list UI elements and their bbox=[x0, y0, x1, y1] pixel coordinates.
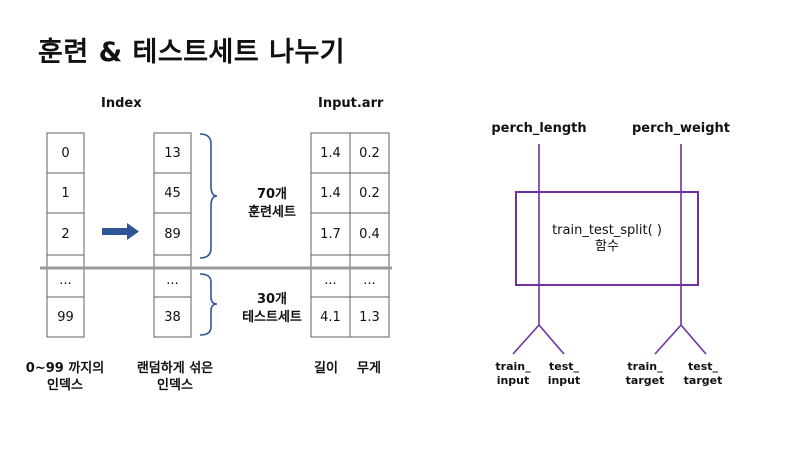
function-box bbox=[515, 191, 699, 286]
train-set-label: 훈련세트 bbox=[248, 205, 296, 220]
index-cell: ... bbox=[59, 272, 72, 288]
output-train-input: train_ input bbox=[495, 360, 531, 387]
input-arr-header: Input.arr bbox=[318, 96, 384, 111]
shuffled-cell: 45 bbox=[164, 185, 181, 201]
perch-weight-label: perch_weight bbox=[631, 121, 731, 136]
train-bracket bbox=[199, 133, 218, 259]
output-train-target: train_ target bbox=[625, 360, 665, 387]
shuffled-cell: 89 bbox=[164, 226, 181, 242]
shuffled-cell: 38 bbox=[164, 309, 181, 325]
flow-lines bbox=[512, 144, 707, 355]
index-cell: 1 bbox=[61, 185, 70, 201]
index-cell: 99 bbox=[57, 309, 74, 325]
function-name: train_test_split( ) bbox=[552, 223, 662, 238]
test-set-label: 테스트세트 bbox=[242, 310, 302, 325]
test-count: 30개 bbox=[256, 292, 288, 307]
shuffle-arrow bbox=[102, 223, 139, 240]
length-caption: 길이 bbox=[314, 361, 338, 376]
function-label: train_test_split( ) 함수 bbox=[516, 223, 698, 255]
index-header: Index bbox=[101, 96, 142, 111]
input-cell-weight: ... bbox=[363, 272, 376, 288]
test-bracket bbox=[199, 273, 218, 336]
train-group-label: 70개 훈련세트 bbox=[222, 186, 322, 222]
index-caption: 0~99 까지의 인덱스 bbox=[25, 361, 105, 393]
function-caption: 함수 bbox=[595, 239, 619, 254]
shuffled-table bbox=[153, 132, 192, 338]
input-cell-weight: 1.3 bbox=[359, 309, 380, 325]
output-test-target: test_ target bbox=[683, 360, 723, 387]
test-group-label: 30개 테스트세트 bbox=[222, 291, 322, 327]
train-count: 70개 bbox=[256, 187, 288, 202]
input-cell-length: 1.7 bbox=[320, 226, 341, 242]
perch-length-label: perch_length bbox=[491, 121, 587, 136]
index-cell: 0 bbox=[61, 145, 70, 161]
input-cell-weight: 0.2 bbox=[359, 145, 380, 161]
shuffled-cell: 13 bbox=[164, 145, 181, 161]
input-cell-length: ... bbox=[324, 272, 337, 288]
shuffled-cell: ... bbox=[166, 272, 179, 288]
page-title: 훈련 & 테스트세트 나누기 bbox=[38, 37, 346, 68]
output-test-input: test_ input bbox=[547, 360, 581, 387]
shuffled-caption: 랜덤하게 섞은 인덱스 bbox=[136, 361, 214, 393]
input-cell-length: 1.4 bbox=[320, 185, 341, 201]
input-cell-length: 4.1 bbox=[320, 309, 341, 325]
input-table bbox=[310, 132, 390, 338]
input-cell-weight: 0.2 bbox=[359, 185, 380, 201]
input-cell-weight: 0.4 bbox=[359, 226, 380, 242]
index-cell: 2 bbox=[61, 226, 70, 242]
weight-caption: 무게 bbox=[357, 361, 381, 376]
input-cell-length: 1.4 bbox=[320, 145, 341, 161]
index-table bbox=[46, 132, 85, 338]
